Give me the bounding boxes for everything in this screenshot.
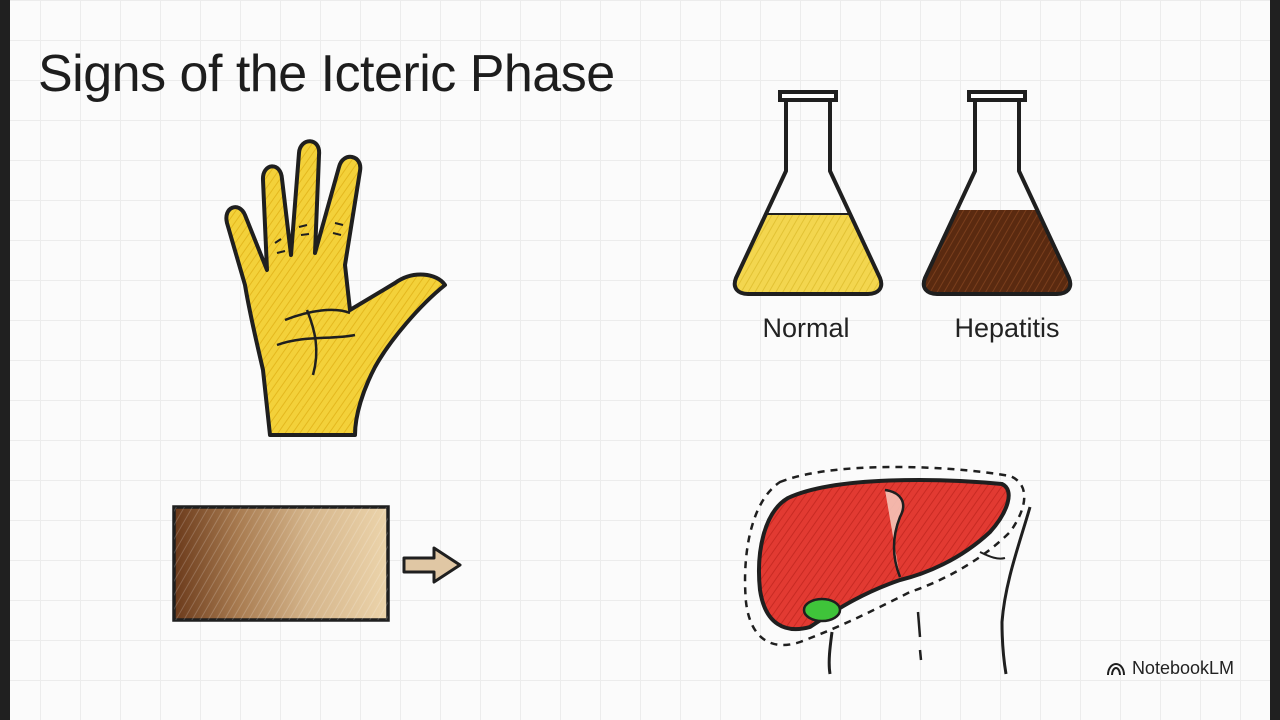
notebooklm-logo-icon [1106,662,1125,675]
flask-label-hepatitis: Hepatitis [954,313,1060,343]
flask-label-normal: Normal [762,313,850,343]
slide-title: Signs of the Icteric Phase [38,45,615,103]
stool-color-swatch [172,505,390,622]
brand-name: NotebookLM [1131,658,1234,678]
yellow-hand-icon [224,139,447,437]
arrow-right-icon [402,546,462,584]
liver-icon [743,465,1032,675]
flask-hepatitis-icon [921,90,1073,296]
brand-watermark: NotebookLM [1106,658,1234,679]
flask-normal-icon [732,90,884,296]
